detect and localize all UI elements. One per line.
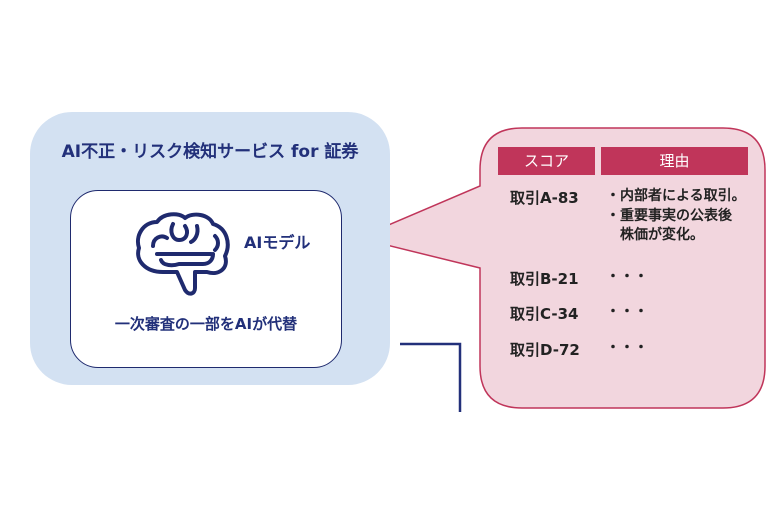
header-reason: 理由 xyxy=(601,147,748,175)
header-score: スコア xyxy=(498,147,595,175)
reason-line: ・重要事実の公表後 xyxy=(606,207,732,224)
reason-line: 株価が変化。 xyxy=(606,227,704,243)
reason-text: ・・・ xyxy=(606,304,648,320)
transaction-id: 取引A-83 xyxy=(510,189,579,207)
connector-line xyxy=(400,342,462,412)
service-title: AI不正・リスク検知サービス for 証券 xyxy=(61,142,359,162)
brain-icon xyxy=(136,212,230,296)
ai-model-description: 一次審査の一部をAIが代替 xyxy=(114,315,298,333)
ai-model-label: AIモデル xyxy=(244,233,311,252)
transaction-id: 取引C-34 xyxy=(510,305,579,323)
ai-model-box xyxy=(70,190,342,368)
callout-bubble xyxy=(355,127,766,409)
reason-text: ・・・ xyxy=(606,269,648,285)
transaction-id: 取引D-72 xyxy=(510,341,580,359)
reason-line: ・内部者による取引。 xyxy=(606,188,746,204)
reason-text: ・・・ xyxy=(606,340,648,356)
reason-text: ・内部者による取引。 ・重要事実の公表後 株価が変化。 xyxy=(606,187,746,246)
transaction-id: 取引B-21 xyxy=(510,270,579,288)
